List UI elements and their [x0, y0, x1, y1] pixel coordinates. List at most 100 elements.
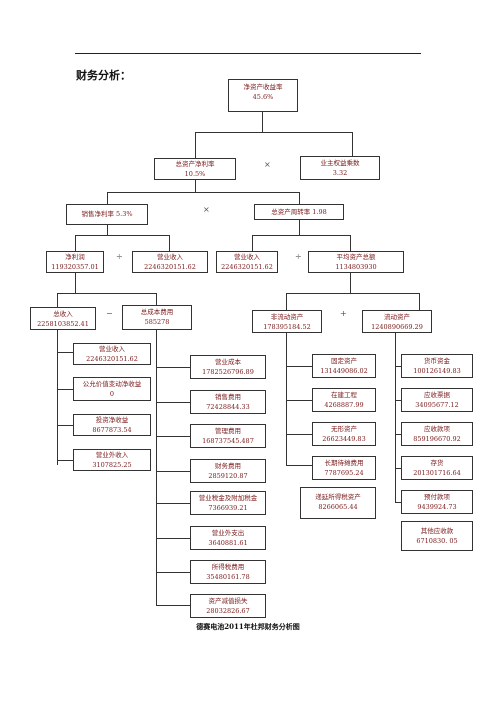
total-cost-label: 总成本费用 — [140, 308, 174, 316]
equity-multiplier-label: 业主权益乘数 — [320, 159, 360, 167]
connector — [286, 293, 420, 294]
noncurrent-item-value: 131449086.02 — [320, 367, 368, 375]
connector — [75, 273, 76, 293]
figure-caption: 德赛电池2011年杜邦财务分析图 — [196, 622, 300, 631]
cost-item-label: 营业税金及附加税金 — [198, 494, 258, 502]
current-assets-label: 流动资产 — [384, 313, 410, 321]
connector — [286, 366, 312, 367]
cost-item-label: 营业成本 — [215, 358, 241, 366]
connector — [156, 538, 190, 539]
connector — [286, 400, 312, 401]
connector — [156, 436, 190, 437]
connector — [395, 366, 401, 367]
avg-total-assets-value: 1134803930 — [335, 263, 377, 271]
total-revenue-value: 2258103852.41 — [37, 320, 89, 328]
current-item: 存货 201301716.64 — [401, 456, 473, 480]
income-item: 投资净收益 8677873.54 — [73, 414, 151, 436]
current-item: 应收款项 859196670.92 — [401, 422, 473, 446]
connector — [350, 235, 351, 251]
noncurrent-item: 在建工程 4268887.99 — [312, 388, 376, 412]
connector — [57, 460, 73, 461]
income-item-value: 3107825.25 — [92, 461, 132, 469]
income-item-label: 营业外收入 — [95, 451, 129, 459]
noncurrent-item-label: 长期待摊费用 — [324, 459, 364, 467]
current-item-label: 其他应收款 — [420, 527, 454, 535]
income-item-value: 0 — [109, 390, 115, 398]
divide-operator: ÷ — [295, 252, 302, 261]
connector — [156, 503, 190, 504]
cost-item-value: 7366939.21 — [208, 504, 248, 512]
connector — [156, 330, 157, 605]
current-item-value: 201301716.64 — [413, 469, 461, 477]
cost-item-label: 营业外支出 — [211, 529, 245, 537]
asset-turnover-box: 总资产周转率 1.98 — [254, 204, 344, 220]
roe-label: 净资产收益率 — [243, 83, 283, 91]
noncurrent-item-label: 固定资产 — [331, 357, 357, 365]
cost-item: 所得税费用 35480161.78 — [190, 560, 266, 584]
income-item: 公允价值变动净收益 0 — [73, 377, 151, 401]
revenue-box: 营业收入 2246320151.62 — [216, 251, 278, 273]
revenue-value: 2246320151.62 — [144, 263, 196, 271]
current-item: 其他应收款 6710830. 05 — [401, 521, 473, 551]
connector — [350, 273, 351, 293]
connector — [299, 192, 300, 204]
page-heading: 财务分析： — [76, 69, 131, 82]
divide-operator: ÷ — [116, 252, 123, 261]
roe-box: 净资产收益率 45.6% — [228, 79, 298, 112]
current-item: 货币资金 100126149.83 — [401, 354, 473, 378]
connector — [395, 468, 401, 469]
noncurrent-assets-label: 非流动资产 — [270, 313, 304, 321]
net-profit-label: 净利润 — [65, 253, 85, 261]
noncurrent-item-label: 递延所得税资产 — [315, 493, 361, 501]
noncurrent-item: 长期待摊费用 7787695.24 — [312, 456, 376, 480]
cost-item-label: 管理费用 — [215, 427, 241, 435]
noncurrent-item-value: 8266065.44 — [318, 503, 358, 511]
connector — [252, 235, 351, 236]
noncurrent-item-label: 在建工程 — [331, 391, 357, 399]
income-item-label: 投资净收益 — [95, 416, 129, 424]
current-item-label: 预付款项 — [424, 493, 450, 501]
current-item-label: 应收票据 — [424, 391, 450, 399]
connector — [195, 180, 196, 192]
cost-item: 营业税金及附加税金 7366939.21 — [190, 491, 266, 515]
connector — [107, 225, 108, 235]
multiply-operator: × — [264, 160, 271, 169]
noncurrent-item: 递延所得税资产 8266065.44 — [300, 487, 376, 519]
connector — [299, 220, 300, 235]
current-item-value: 859196670.92 — [413, 435, 461, 443]
connector — [195, 132, 353, 133]
connector — [419, 293, 420, 310]
net-profit-box: 净利润 119320357.01 — [46, 251, 104, 273]
cost-item-value: 168737545.487 — [202, 437, 254, 445]
avg-total-assets-label: 平均资产总额 — [336, 253, 376, 261]
minus-operator: − — [106, 309, 113, 318]
income-item-value: 2246320151.62 — [86, 355, 138, 363]
net-margin-box: 销售净利率 5.3% — [66, 204, 148, 225]
connector — [75, 235, 76, 251]
connector — [286, 465, 312, 466]
current-item-value: 6710830. 05 — [416, 537, 458, 545]
current-item: 应收票据 34095677.12 — [401, 388, 473, 412]
current-item: 预付款项 9439924.73 — [401, 490, 473, 514]
cost-item: 营业成本 1782526796.89 — [190, 355, 266, 379]
revenue-box: 营业收入 2246320151.62 — [132, 251, 208, 273]
connector — [286, 333, 287, 465]
connector — [286, 434, 312, 435]
net-margin-label: 销售净利率 5.3% — [81, 210, 133, 218]
header-rule — [75, 53, 421, 54]
total-revenue-label: 总收入 — [53, 310, 73, 318]
total-cost-value: 585278 — [144, 318, 170, 326]
income-item-label: 营业收入 — [99, 345, 125, 353]
connector — [195, 132, 196, 158]
noncurrent-assets-value: 178395184.52 — [263, 323, 311, 331]
cost-item-value: 35480161.78 — [206, 573, 250, 581]
total-cost-box: 总成本费用 585278 — [122, 305, 192, 330]
connector — [57, 293, 58, 307]
equity-multiplier-value: 3.32 — [332, 169, 348, 177]
cost-item: 管理费用 168737545.487 — [190, 424, 266, 448]
cost-item: 财务费用 2859120.87 — [190, 459, 266, 483]
cost-item-label: 资产减值损失 — [208, 597, 248, 605]
income-item-label: 公允价值变动净收益 — [82, 380, 142, 388]
roa-label: 总资产净利率 — [175, 160, 215, 168]
noncurrent-item-label: 无形资产 — [331, 425, 357, 433]
